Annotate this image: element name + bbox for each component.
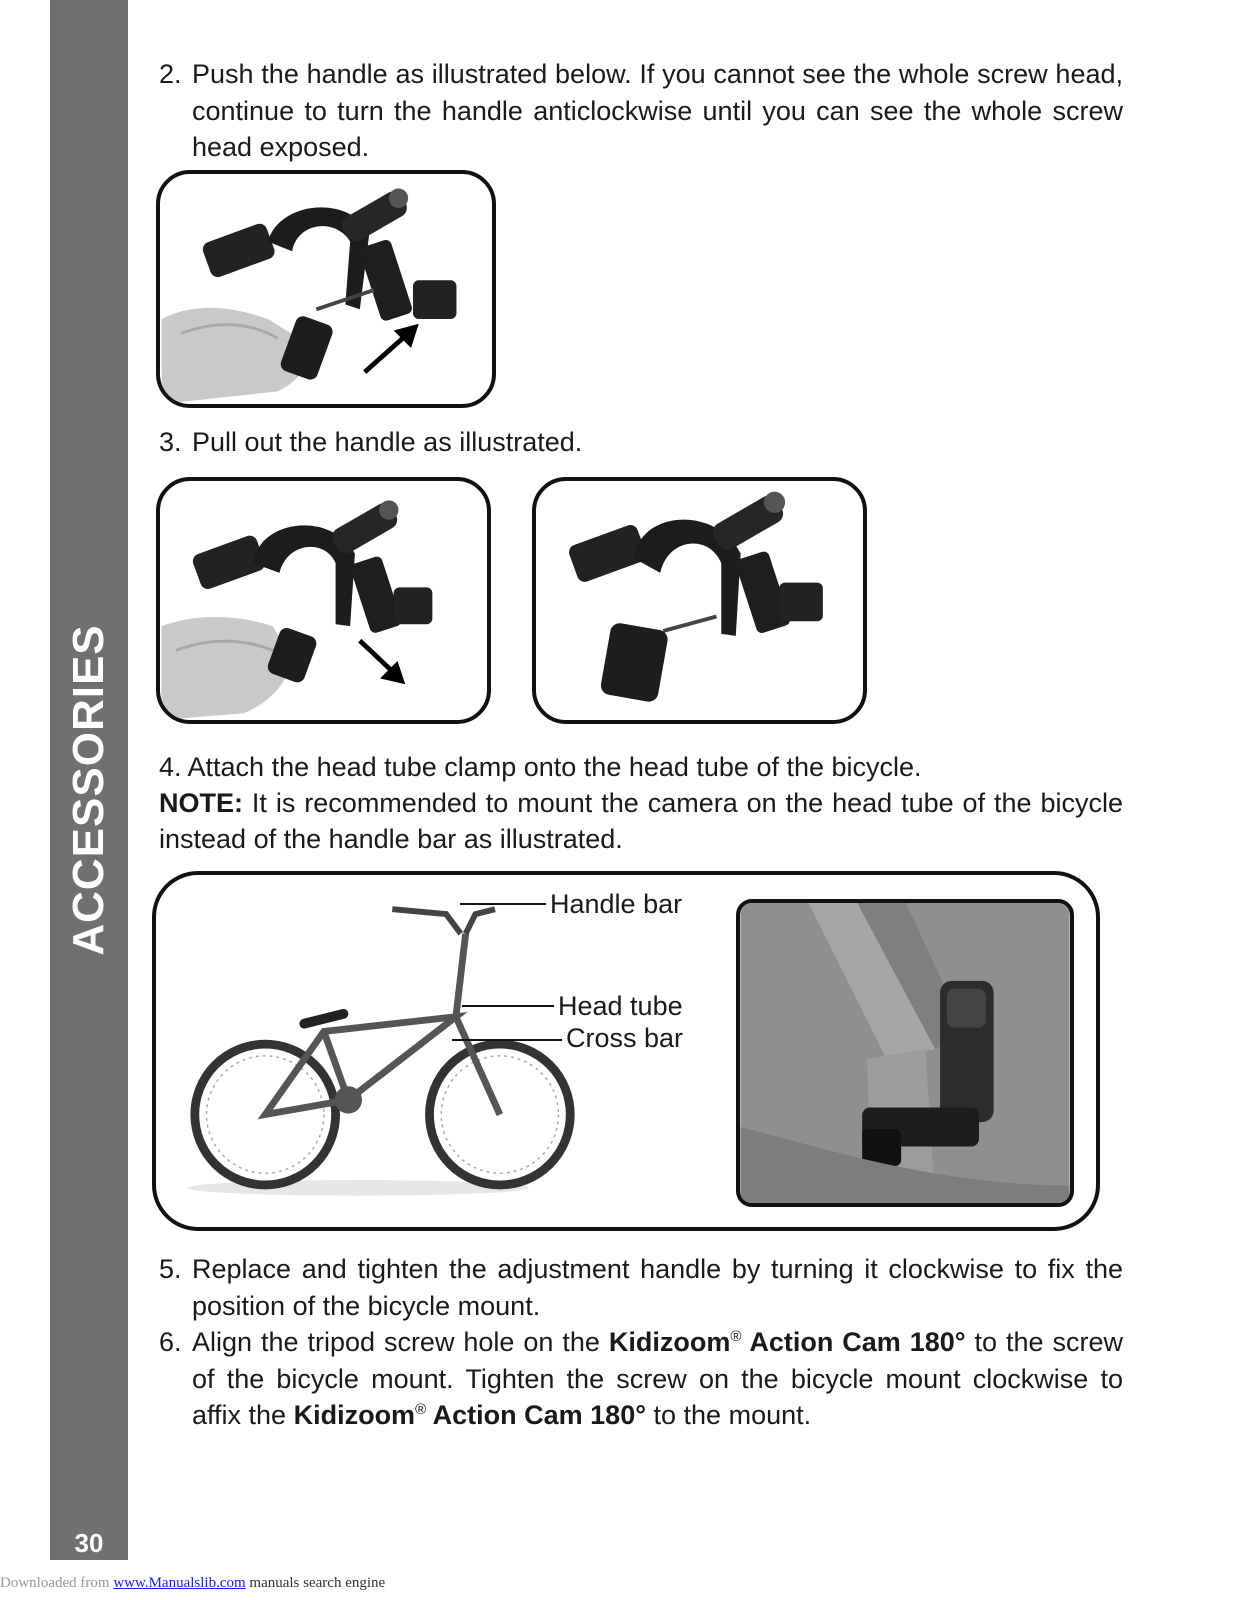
note: NOTE: It is recommended to mount the cam… [159, 785, 1123, 857]
sidebar-band [50, 0, 128, 1560]
step-6-part1: Align the tripod screw hole on the [192, 1327, 609, 1357]
mounted-camera-photo [740, 903, 1070, 1203]
step-5-text: Replace and tighten the adjustment handl… [192, 1254, 1123, 1321]
clamp-pulled-illustration [569, 491, 823, 702]
step-6-part3: to the mount. [646, 1400, 812, 1430]
footer: Downloaded from www.Manualslib.com manua… [0, 1575, 385, 1592]
step-2: 2. Push the handle as illustrated below.… [159, 56, 1123, 166]
handle-bar-label: Handle bar [550, 889, 683, 919]
step-6-number: 6. [159, 1327, 182, 1357]
footer-link[interactable]: www.Manualslib.com [113, 1575, 246, 1591]
registered-mark: ® [730, 1328, 742, 1345]
step-3: 3. Pull out the handle as illustrated. [159, 424, 1123, 461]
brand-name: Kidizoom [608, 1327, 731, 1357]
head-tube-leader [462, 1005, 554, 1007]
figure-push-handle [156, 170, 496, 408]
page-number: 30 [74, 1528, 104, 1558]
bicycle-illustration [186, 906, 575, 1196]
step-2-number: 2. [159, 59, 182, 89]
note-label: NOTE: [159, 788, 243, 818]
step-6-text: Align the tripod screw hole on the Kidiz… [192, 1324, 1123, 1434]
product-name: Action Cam 180° [741, 1327, 966, 1357]
cross-bar-label: Cross bar [566, 1023, 684, 1053]
step-6: 6. Align the tripod screw hole on the Ki… [159, 1324, 1123, 1434]
step-3-number: 3. [159, 427, 182, 457]
step-3-text: Pull out the handle as illustrated. [192, 427, 583, 457]
figure-pull-handle [156, 477, 491, 724]
product-name-2: Action Cam 180° [426, 1400, 647, 1430]
step-6-part2: to the screw of the bicycle mount. Tight… [192, 1327, 1123, 1430]
step-4-text: 4. Attach the head tube clamp onto the h… [159, 752, 922, 782]
section-title: ACCESSORIES [64, 624, 113, 956]
cross-bar-leader [452, 1039, 562, 1041]
brand-name-2: Kidizoom [293, 1400, 416, 1430]
note-text: It is recommended to mount the camera on… [159, 788, 1123, 854]
handle-bar-leader [460, 903, 546, 905]
registered-mark-2: ® [415, 1401, 427, 1418]
head-tube-label: Head tube [558, 991, 683, 1021]
footer-suffix: manuals search engine [245, 1575, 386, 1591]
figure-camera-mounted [736, 899, 1074, 1207]
clamp-pull-illustration [161, 500, 433, 720]
footer-prefix: Downloaded from [0, 1575, 114, 1591]
clamp-push-illustration [161, 188, 457, 404]
step-5-number: 5. [159, 1254, 182, 1284]
step-5: 5. Replace and tighten the adjustment ha… [159, 1251, 1123, 1324]
figure-bicycle: Handle bar Head tube Cross bar [152, 871, 1100, 1231]
step-2-text: Push the handle as illustrated below. If… [192, 59, 1123, 162]
figure-handle-pulled [532, 477, 867, 724]
